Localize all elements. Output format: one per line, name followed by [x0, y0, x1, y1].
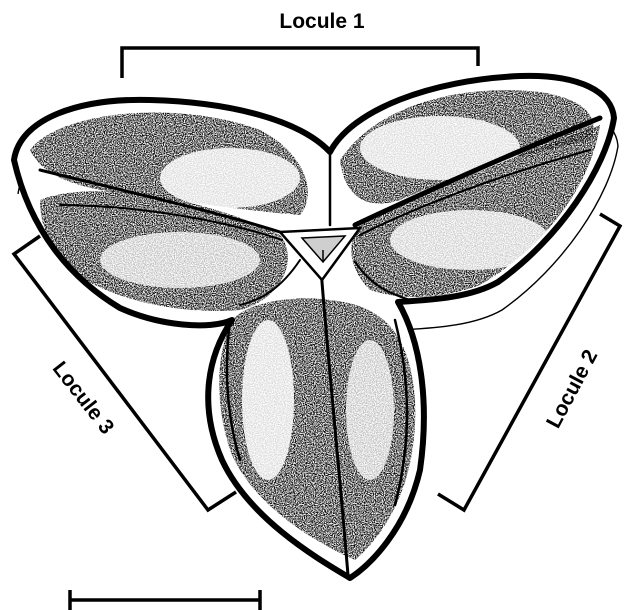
locule-1-light-left: [160, 148, 300, 208]
lower-lobe-light-left: [242, 320, 294, 480]
lower-lobe-light-right: [346, 340, 394, 480]
ovary-body: [14, 76, 614, 578]
scale-bar: [70, 590, 260, 610]
locule-3-light: [100, 232, 260, 288]
locule-1-bracket: [122, 48, 478, 78]
locule-3-label: Locule 3: [48, 357, 119, 438]
locule-2-label: Locule 2: [542, 346, 602, 432]
locule-1-annotation: Locule 1: [122, 10, 478, 78]
locule-1-label: Locule 1: [279, 10, 365, 33]
